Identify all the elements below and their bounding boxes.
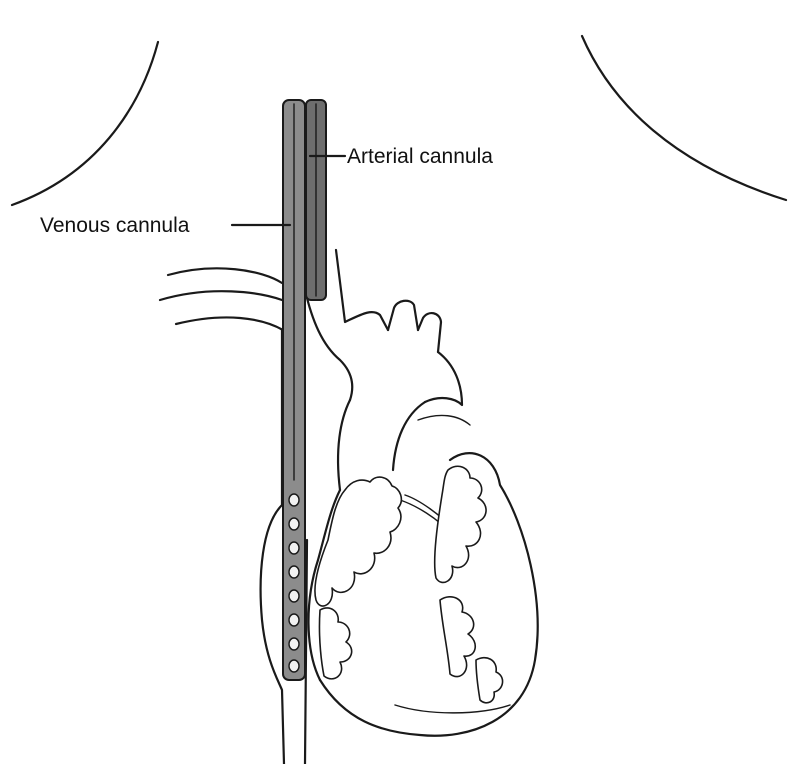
arterial-cannula — [306, 100, 326, 300]
brachiocephalic-vein-lines — [160, 268, 283, 330]
arterial-cannula-label: Arterial cannula — [347, 145, 493, 168]
right-shoulder-outline — [582, 36, 786, 200]
left-shoulder-outline — [12, 42, 158, 205]
epicardial-fat — [315, 466, 503, 703]
superior-vena-cava-outline — [261, 330, 284, 764]
venous-cannula-label: Venous cannula — [40, 214, 190, 237]
aortic-arch — [305, 250, 470, 490]
